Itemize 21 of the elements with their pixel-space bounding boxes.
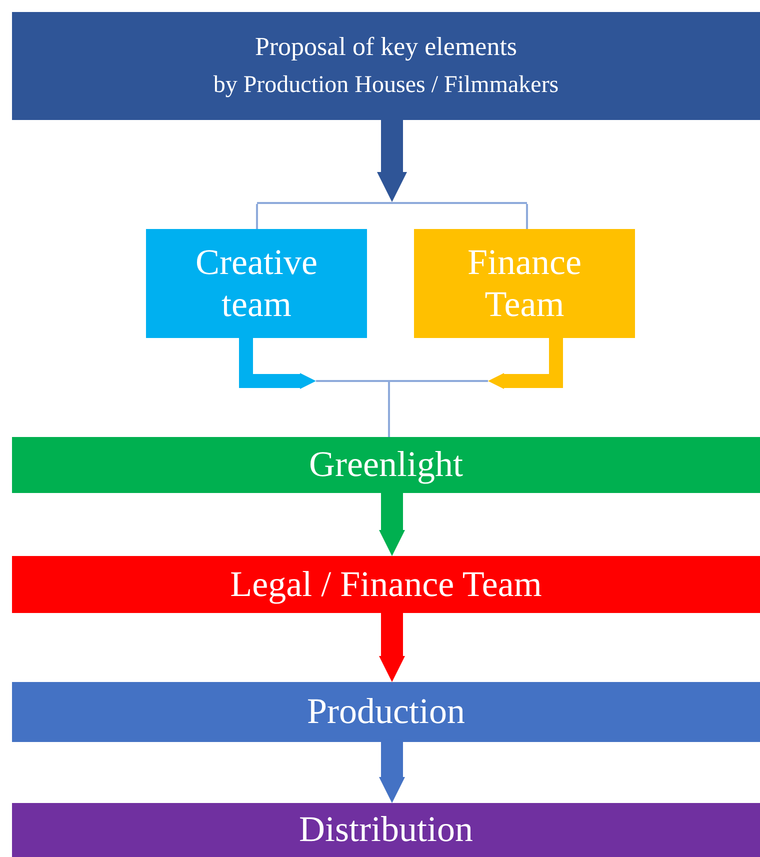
connector-line <box>388 382 390 437</box>
box-label: Finance Team <box>466 242 582 325</box>
box-label: Greenlight <box>309 444 463 486</box>
process-box <box>12 12 760 120</box>
process-box <box>12 803 760 857</box>
process-box <box>146 229 367 338</box>
arrow <box>377 120 407 202</box>
arrow <box>379 493 405 556</box>
box-label: by Production Houses / Filmmakers <box>213 72 559 100</box>
process-box <box>12 437 760 493</box>
process-box <box>414 229 635 338</box>
box-label: Distribution <box>298 809 473 851</box>
box-label: Legal / Finance Team <box>230 564 542 606</box>
box-label: Production <box>307 691 465 733</box>
connector-line <box>526 204 528 229</box>
process-box <box>12 556 760 613</box>
connector-line <box>256 204 258 229</box>
process-box <box>12 682 760 742</box>
box-label: Creative team <box>194 242 318 325</box>
arrow <box>379 742 405 803</box>
box-label: Proposal of key elements <box>254 32 518 62</box>
